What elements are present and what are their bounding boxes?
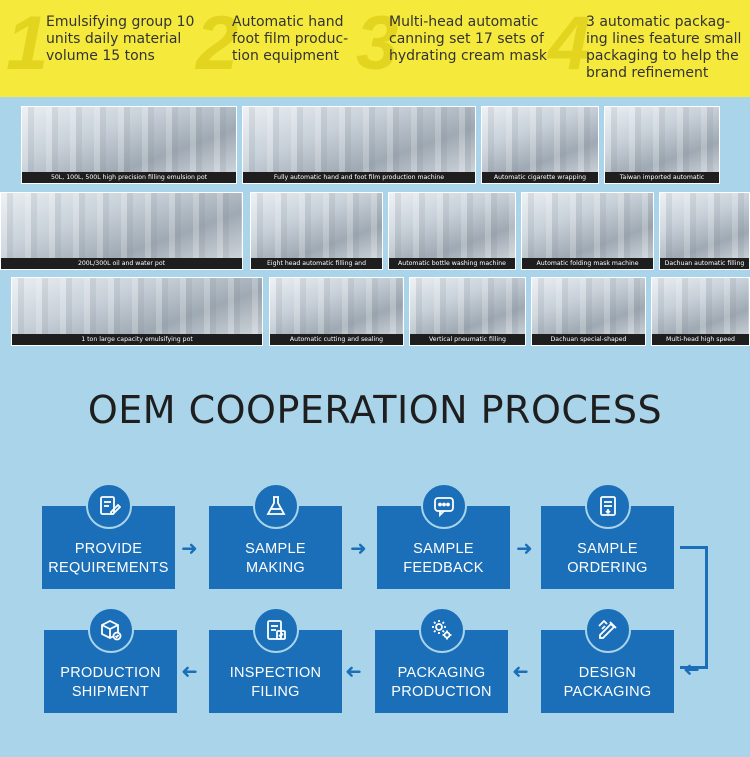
equipment-photo: Dachuan automatic filling [659,192,750,270]
equipment-photo: Multi-head high speed [651,277,750,346]
feature-number: 3 [356,1,399,86]
arrow-right-icon: ➜ [350,536,367,560]
equipment-photo: Fully automatic hand and foot film produ… [242,106,476,184]
feature-3: 3 Multi-head automatic canning set 17 se… [356,1,556,88]
photo-caption: Fully automatic hand and foot film produ… [243,172,475,183]
feature-number: 4 [548,1,591,86]
arrow-left-icon: ➜ [345,659,362,683]
design-tools-icon [584,607,631,653]
feature-text: 3 automatic packag-ing lines feature sma… [586,14,742,81]
arrow-left-icon: ➜ [512,659,529,683]
order-document-icon [584,483,631,529]
equipment-photo: Vertical pneumatic filling [409,277,526,346]
arrow-left-icon: ➜ [683,657,700,681]
equipment-photo: Eight head automatic filling and [250,192,383,270]
gears-icon [418,607,465,653]
photo-caption: Automatic cigarette wrapping [482,172,598,183]
photo-caption: Vertical pneumatic filling [410,334,525,345]
photo-caption: 1 ton large capacity emulsifying pot [12,334,262,345]
step-label: PRODUCTION SHIPMENT [60,665,161,700]
flask-icon [252,483,299,529]
feature-text: Emulsifying group 10 units daily materia… [46,14,195,64]
arrow-left-icon: ➜ [181,659,198,683]
photo-caption: Automatic folding mask machine [522,258,653,269]
feature-text: Automatic hand foot film produc-tion equ… [232,14,349,64]
equipment-photo: Taiwan imported automatic [604,106,720,184]
chat-bubble-icon [420,483,467,529]
step-label: PROVIDE REQUIREMENTS [48,541,169,576]
feature-number: 1 [6,1,49,86]
feature-4: 4 3 automatic packag-ing lines feature s… [548,1,748,88]
arrow-right-icon: ➜ [181,536,198,560]
equipment-photo: Automatic bottle washing machine [388,192,516,270]
feature-2: 2 Automatic hand foot film produc-tion e… [196,1,366,88]
step-label: DESIGN PACKAGING [563,665,652,700]
step-sample-ordering: SAMPLE ORDERING [541,483,674,589]
step-production-shipment: PRODUCTION SHIPMENT [44,607,177,713]
photo-caption: 50L, 100L, 500L high precision filling e… [22,172,236,183]
feature-1: 1 Emulsifying group 10 units daily mater… [6,1,196,88]
step-inspection-filing: INSPECTION FILING [209,607,342,713]
flow-connector [680,546,708,669]
equipment-photo: Dachuan special-shaped [531,277,646,346]
arrow-right-icon: ➜ [516,536,533,560]
step-label: PACKAGING PRODUCTION [391,665,492,700]
checklist-icon [252,607,299,653]
package-box-icon [87,607,134,653]
equipment-photo: Automatic cigarette wrapping [481,106,599,184]
photo-caption: 200L/300L oil and water pot [1,258,242,269]
photo-caption: Automatic bottle washing machine [389,258,515,269]
equipment-photo: Automatic folding mask machine [521,192,654,270]
photo-caption: Taiwan imported automatic [605,172,719,183]
photo-caption: Eight head automatic filling and [251,258,382,269]
features-banner: 1 Emulsifying group 10 units daily mater… [0,0,750,97]
photo-caption: Multi-head high speed [652,334,749,345]
step-label: INSPECTION FILING [229,665,322,700]
step-label: SAMPLE FEEDBACK [403,541,484,576]
feature-number: 2 [196,1,239,86]
equipment-photo: 200L/300L oil and water pot [0,192,243,270]
equipment-photo: 50L, 100L, 500L high precision filling e… [21,106,237,184]
equipment-photo: 1 ton large capacity emulsifying pot [11,277,263,346]
feature-text: Multi-head automatic canning set 17 sets… [389,14,548,64]
step-sample-making: SAMPLE MAKING [209,483,342,589]
edit-document-icon [85,483,132,529]
step-sample-feedback: SAMPLE FEEDBACK [377,483,510,589]
step-label: SAMPLE ORDERING [567,541,648,576]
photo-caption: Dachuan special-shaped [532,334,645,345]
step-design-packaging: DESIGN PACKAGING [541,607,674,713]
step-packaging-production: PACKAGING PRODUCTION [375,607,508,713]
photo-caption: Dachuan automatic filling [660,258,749,269]
step-label: SAMPLE MAKING [245,541,306,576]
step-provide-requirements: PROVIDE REQUIREMENTS [42,483,175,589]
equipment-photo: Automatic cutting and sealing [269,277,404,346]
photo-caption: Automatic cutting and sealing [270,334,403,345]
process-title: OEM COOPERATION PROCESS [87,388,663,432]
